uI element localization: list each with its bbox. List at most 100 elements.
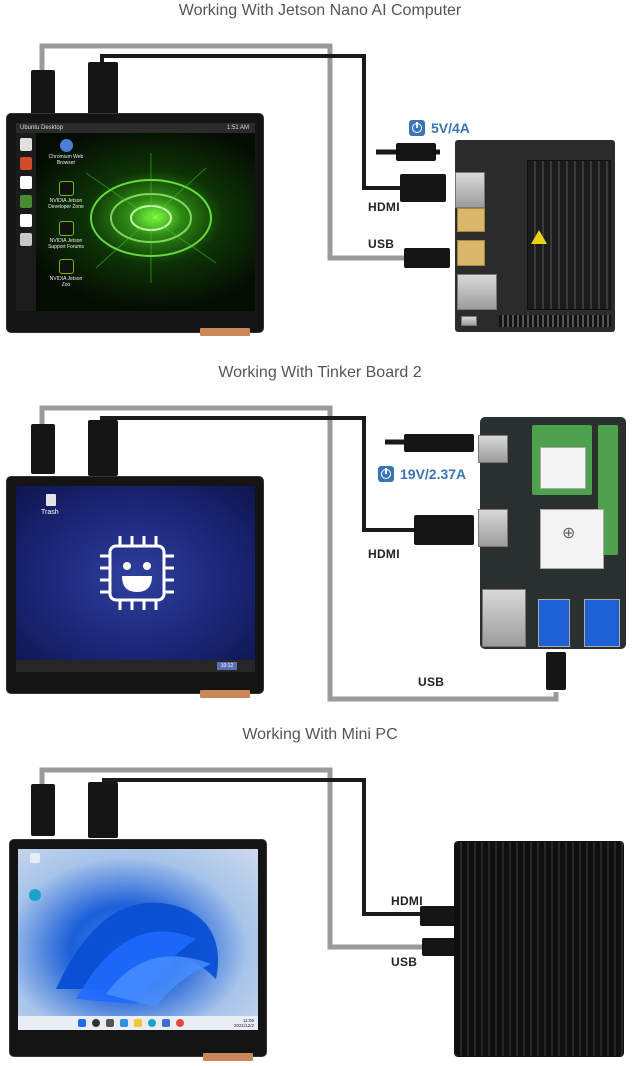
section-jetson: Working With Jetson Nano AI Computer Ubu… bbox=[0, 0, 640, 355]
desktop-icon-chromium[interactable]: Chromium Web Browser bbox=[46, 139, 86, 166]
store-icon[interactable] bbox=[162, 1019, 170, 1027]
trash-label: Trash bbox=[41, 509, 59, 516]
section-title: Working With Mini PC bbox=[242, 726, 398, 743]
section-tinker-board: Working With Tinker Board 2 Trash bbox=[0, 362, 640, 717]
display-panel: Trash 10:12 bbox=[7, 477, 263, 698]
usb-plug bbox=[31, 784, 55, 836]
nvidia-icon bbox=[58, 259, 74, 274]
fpc-connector bbox=[200, 328, 250, 336]
taskbar-time: 11:05 bbox=[243, 1018, 254, 1023]
edge-taskbar-icon[interactable] bbox=[148, 1019, 156, 1027]
mini-pc-chassis bbox=[455, 842, 623, 1056]
cable-wires bbox=[39, 767, 430, 950]
windows-bloom-graphic bbox=[56, 902, 218, 1007]
usb-label: USB bbox=[391, 955, 418, 969]
power-label: 5V/4A bbox=[431, 120, 470, 136]
tinker-board: ⊕ bbox=[478, 417, 626, 649]
taskbar-date: 2021/12/2 bbox=[233, 1023, 254, 1028]
hdmi-port bbox=[478, 509, 508, 547]
top-bar: Ubuntu Desktop 1:51 AM bbox=[16, 123, 255, 133]
hdmi-plug bbox=[88, 782, 118, 838]
soc-logo-icon: ⊕ bbox=[562, 523, 576, 542]
desktop-icon-jetson-zoo[interactable]: NVIDIA Jetson Zoo bbox=[46, 259, 86, 288]
power-spec: 19V/2.37A bbox=[378, 466, 466, 482]
gpio-header bbox=[499, 315, 611, 327]
section-mini-pc: Working With Mini PC bbox=[0, 724, 640, 1066]
hdmi-plug bbox=[420, 906, 456, 926]
power-plug bbox=[396, 143, 436, 161]
usb-port bbox=[538, 599, 570, 647]
usb-plug bbox=[31, 424, 55, 474]
hdmi-label: HDMI bbox=[368, 547, 400, 561]
power-spec: 5V/4A bbox=[409, 120, 470, 136]
file-explorer-icon[interactable] bbox=[134, 1019, 142, 1027]
chrome-icon[interactable] bbox=[176, 1019, 184, 1027]
hdmi-plug bbox=[400, 174, 446, 202]
usb-label: USB bbox=[418, 675, 445, 689]
power-label: 19V/2.37A bbox=[400, 466, 467, 482]
launcher-icon[interactable] bbox=[20, 176, 32, 189]
usb-plug bbox=[404, 248, 450, 268]
section-title: Working With Tinker Board 2 bbox=[218, 364, 422, 381]
hdmi-label: HDMI bbox=[368, 200, 400, 214]
power-jack bbox=[478, 435, 508, 463]
usb-port bbox=[457, 240, 485, 266]
taskbar-clock: 11:05 2021/12/2 bbox=[234, 1018, 254, 1028]
edge-icon[interactable] bbox=[21, 889, 49, 901]
tinker-os-screen: Trash 10:12 bbox=[16, 486, 255, 672]
taskbar: 11:05 2021/12/2 bbox=[18, 1016, 258, 1030]
top-bar-time: 1:51 AM bbox=[226, 125, 249, 131]
top-bar-title: Ubuntu Desktop bbox=[20, 125, 64, 131]
tinker-mascot-icon bbox=[100, 536, 174, 610]
taskbar-clock: 10:12 bbox=[217, 662, 237, 670]
micro-usb-port bbox=[461, 316, 477, 326]
nvidia-swirl-graphic bbox=[85, 153, 217, 283]
soc-chip bbox=[540, 509, 604, 569]
power-icon bbox=[409, 120, 425, 136]
power-plug bbox=[404, 434, 474, 452]
warning-icon bbox=[531, 230, 547, 244]
taskbar: 10:12 bbox=[16, 660, 255, 672]
launcher-icon[interactable] bbox=[20, 195, 32, 208]
hdmi-plug bbox=[414, 515, 474, 545]
usb-plug bbox=[31, 70, 55, 115]
widgets-icon[interactable] bbox=[120, 1019, 128, 1027]
ethernet-port bbox=[482, 589, 526, 647]
jetson-nano-board bbox=[455, 140, 615, 332]
hdmi-label: HDMI bbox=[391, 894, 423, 908]
search-icon[interactable] bbox=[92, 1019, 100, 1027]
usb-port bbox=[584, 599, 620, 647]
launcher-icon[interactable] bbox=[20, 233, 32, 246]
usb-plug bbox=[546, 652, 566, 690]
desktop-icon-support-forums[interactable]: NVIDIA Jetson Support Forums bbox=[46, 221, 86, 250]
display-panel: Ubuntu Desktop 1:51 AM Chromium Web Brow… bbox=[7, 114, 263, 336]
ethernet-port bbox=[457, 274, 497, 310]
power-icon bbox=[378, 466, 394, 482]
launcher-icon[interactable] bbox=[20, 157, 32, 170]
launcher-icon[interactable] bbox=[20, 214, 32, 227]
desktop-icon-label: NVIDIA Jetson Support Forums bbox=[48, 238, 84, 250]
desktop-icon-label: Chromium Web Browser bbox=[48, 154, 84, 166]
desktop-icon-label: NVIDIA Jetson Developer Zone bbox=[48, 198, 84, 210]
ubuntu-screen: Ubuntu Desktop 1:51 AM Chromium Web Brow… bbox=[16, 123, 255, 311]
desktop-icon-label: NVIDIA Jetson Zoo bbox=[49, 276, 83, 288]
launcher bbox=[16, 133, 36, 311]
trash-icon[interactable] bbox=[46, 494, 56, 506]
nvidia-icon bbox=[58, 221, 74, 236]
task-view-icon[interactable] bbox=[106, 1019, 114, 1027]
hdmi-port bbox=[455, 172, 485, 208]
usb-label: USB bbox=[368, 237, 395, 251]
recycle-bin-icon[interactable] bbox=[21, 853, 49, 863]
fpc-connector bbox=[203, 1053, 253, 1061]
section-title: Working With Jetson Nano AI Computer bbox=[178, 2, 462, 19]
desktop-icon-developer-zone[interactable]: NVIDIA Jetson Developer Zone bbox=[46, 181, 86, 210]
launcher-icon[interactable] bbox=[20, 138, 32, 151]
nvidia-icon bbox=[58, 181, 74, 196]
hdmi-plug bbox=[88, 62, 118, 115]
hdmi-plug bbox=[88, 420, 118, 476]
usb-plug bbox=[422, 938, 456, 956]
chromium-icon bbox=[59, 139, 73, 152]
windows-screen: 11:05 2021/12/2 bbox=[18, 849, 258, 1030]
start-icon[interactable] bbox=[78, 1019, 86, 1027]
fpc-connector bbox=[200, 690, 250, 698]
